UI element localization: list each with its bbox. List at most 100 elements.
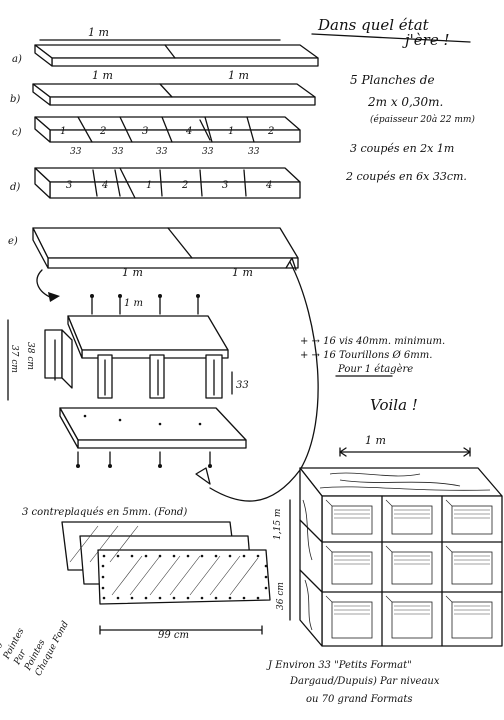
planks-line2: 2m x 0,30m. [367, 95, 443, 109]
nail-dot [102, 596, 106, 600]
nail-dot [264, 564, 268, 568]
cubby-back [331, 551, 373, 585]
step-e-label: e) [8, 236, 18, 247]
assembly-right-dim: 33 [236, 380, 249, 391]
plank-c-segment: 3 [142, 126, 148, 137]
result-note-line3: ou 70 grand Formats [306, 694, 413, 705]
plank-c-dim: 33 [112, 147, 124, 157]
plank-c-segment: 1 [60, 126, 66, 137]
cubby-edge [385, 595, 393, 603]
thickness-note: (épaisseur 20à 22 mm) [370, 114, 475, 125]
nail-dot [264, 586, 268, 590]
planks-line1: 5 Planches de [350, 73, 435, 87]
cubby-edge [325, 595, 333, 603]
plank-e: 1 m 1 m e) [8, 227, 299, 302]
cubby-edge [385, 499, 393, 507]
result-note-line1: J Environ 33 "Petits Format" [266, 660, 412, 671]
plank-c-dim: 33 [156, 147, 168, 157]
result-height-dim2: 36 cm [276, 582, 286, 610]
plank-c-segment: 2 [99, 126, 106, 137]
cubby-back [451, 505, 493, 535]
nail-dot [186, 554, 190, 558]
plank-d-segment: 3 [222, 180, 228, 191]
assembly-notes: + → 16 vis 40mm. minimum. + → 16 Tourill… [300, 336, 445, 414]
plank-c-dim: 33 [202, 147, 214, 157]
cubby-back [331, 601, 373, 639]
nail-dot [200, 554, 204, 558]
plank-b: 1 m 1 m b) [10, 69, 316, 106]
plank-d-segment: 3 [66, 180, 72, 191]
plank-d-segment: 1 [146, 180, 152, 191]
nail-dot [256, 554, 260, 558]
nail-dot [214, 596, 218, 600]
result-note: J Environ 33 "Petits Format" Dargaud/Dup… [266, 660, 440, 705]
plank-d: 3 4 1 2 3 4 d) [10, 167, 301, 199]
nail-dot [158, 596, 162, 600]
plywood-width-dim: 99 cm [158, 630, 189, 641]
cubby-back [331, 505, 373, 535]
plank-c-dim: 33 [70, 147, 82, 157]
cubby-back [451, 551, 493, 585]
curved-arrow [209, 261, 319, 502]
per-shelf-note: Pour 1 étagère [337, 364, 413, 375]
plank-d-segment: 4 [265, 180, 272, 191]
nail-dot [101, 586, 105, 590]
result-note-line2: Dargaud/Dupuis) Par niveaux [289, 676, 440, 687]
cubby-back [451, 601, 493, 639]
nail-dot [186, 596, 190, 600]
nail-dot [200, 596, 204, 600]
nail-dot [116, 554, 120, 558]
step-b-label: b) [10, 94, 20, 105]
plank-d-segment: 2 [181, 180, 188, 191]
assembly-top-dim: 1 m [124, 298, 143, 309]
nail-dot [102, 554, 106, 558]
finished-shelf: 1 m 1,15 m 36 cm [273, 434, 503, 647]
plank-c-segment: 2 [267, 126, 274, 137]
step-c-label: c) [12, 127, 22, 138]
title-line1: Dans quel état [317, 16, 430, 34]
plank-a-dim: 1 m [88, 26, 109, 39]
plank-b-dim-left: 1 m [92, 69, 113, 82]
plank-c: 1 2 3 4 1 2 33 33 33 33 33 c) [12, 116, 301, 157]
assembly-left-dim2: 38 cm [25, 342, 35, 370]
cubby-edge [445, 499, 453, 507]
assembly-left-dim: 37 cm [9, 345, 19, 373]
plank-a: 1 m a) [12, 26, 319, 67]
plank-c-dim: 33 [248, 147, 260, 157]
nail-dot [130, 596, 134, 600]
cubby-edge [445, 545, 453, 553]
title-underline [311, 33, 471, 43]
step-d-label: d) [10, 182, 20, 193]
result-height-dim1: 1,15 m [273, 509, 283, 540]
cubby-edge [325, 499, 333, 507]
plywood-caption: 3 contreplaqués en 5mm. (Fond) [22, 507, 187, 518]
cubby-back [391, 551, 433, 585]
voila-text: Voila ! [370, 396, 418, 414]
screws-note: + → 16 vis 40mm. minimum. [300, 336, 445, 347]
plank-c-segment: 1 [228, 126, 234, 137]
nail-dot [256, 596, 260, 600]
result-width-dim: 1 m [365, 434, 386, 447]
arrow-down-curved [36, 269, 53, 299]
nail-dot [101, 575, 105, 579]
plank-d-segment: 4 [101, 180, 108, 191]
plank-c-segment: 4 [185, 126, 192, 137]
cubby-back [391, 505, 433, 535]
assembly-exploded: 1 m 37 cm 38 cm 33 [7, 294, 249, 468]
plank-e-dim-right: 1 m [232, 266, 253, 279]
materials-notes: 5 Planches de 2m x 0,30m. (épaisseur 20à… [345, 73, 475, 183]
nail-dot [101, 564, 105, 568]
nail-dot [242, 596, 246, 600]
nail-dot [116, 596, 120, 600]
plywood-backs: 3 contreplaqués en 5mm. (Fond) 99 cm 40 … [0, 507, 271, 678]
nail-dot [228, 596, 232, 600]
nail-dot [144, 596, 148, 600]
cuts-2x1: 3 coupés en 2x 1m [350, 142, 454, 155]
cubby-edge [385, 545, 393, 553]
title: Dans quel état j'ère ! [311, 16, 471, 49]
nail-dot [228, 554, 232, 558]
cuts-6x33: 2 coupés en 6x 33cm. [345, 170, 467, 183]
nail-dot [144, 554, 148, 558]
nail-dot [214, 554, 218, 558]
